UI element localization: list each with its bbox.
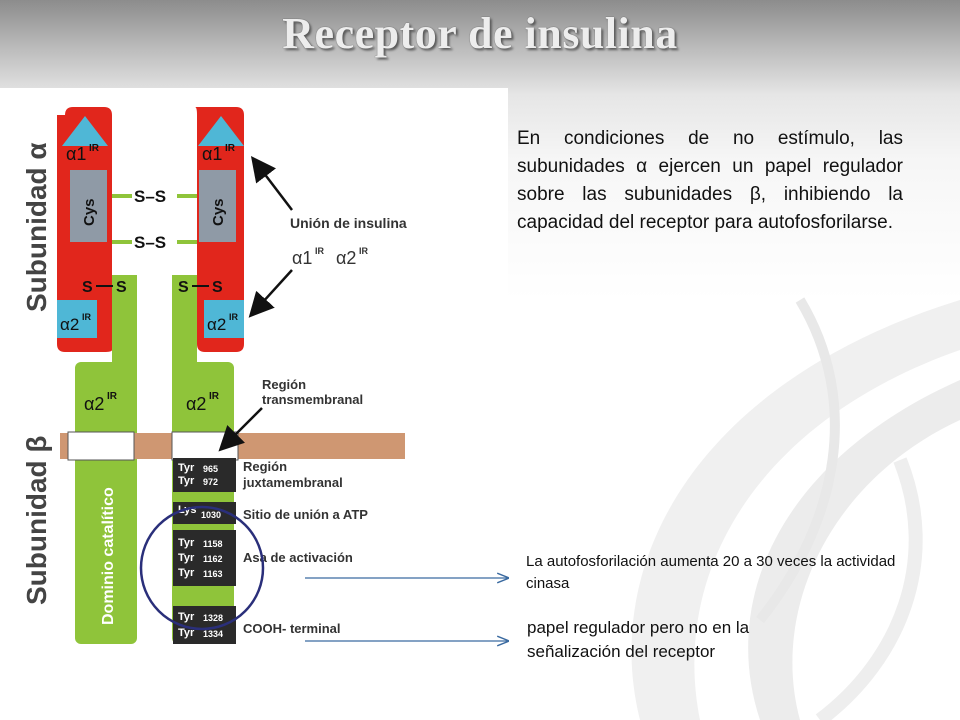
lys1030-number: 1030: [201, 510, 221, 520]
beta-alpha2-left-sup: IR: [107, 391, 118, 402]
transmembrane-label-2: transmembranal: [262, 392, 363, 407]
insulin-binding-alpha1-sup: IR: [315, 246, 325, 256]
beta-alpha2-right-label: α2: [186, 394, 206, 414]
arrow-to-alpha2: [248, 269, 293, 318]
tyr1328-number: 1328: [203, 613, 223, 623]
alpha2-right-label: α2: [207, 315, 226, 334]
alpha2-left-label: α2: [60, 315, 79, 334]
transmembrane-label-1: Región: [262, 377, 306, 392]
subunit-alpha-label: Subunidad α: [21, 142, 52, 312]
activation-loop-highlight-circle: [139, 505, 265, 631]
alpha1-triangle-left-icon: [62, 116, 108, 146]
description-paragraph: En condiciones de no estímulo, las subun…: [517, 128, 903, 233]
transmembrane-box-left: [67, 431, 135, 461]
disulfide-bond-bottom: S–S: [134, 233, 166, 252]
tyr-label: Tyr: [178, 627, 195, 639]
alpha1-right-label: α1: [202, 144, 222, 164]
tyr1334-number: 1334: [203, 629, 223, 639]
beta-chain-right-neck: [172, 275, 197, 375]
tyr972-number: 972: [203, 477, 218, 487]
activation-loop-box: [173, 530, 236, 586]
juxtamembrane-label-1: Región: [243, 459, 287, 474]
tyr-label: Tyr: [178, 462, 195, 474]
arrow-to-alpha1: [250, 156, 293, 211]
tyr-label: Tyr: [178, 552, 195, 564]
activation-loop-label: Asa de activación: [243, 550, 353, 565]
tyr1163-number: 1163: [203, 569, 223, 579]
juxtamembrane-box: [173, 458, 236, 492]
atp-site-label: Sitio de unión a ATP: [243, 507, 368, 522]
tyr-label: Tyr: [178, 611, 195, 623]
alpha2-box-right: [204, 300, 244, 338]
tyr-label: Tyr: [178, 475, 195, 487]
alpha1-triangle-right-icon: [198, 116, 244, 146]
juxtamembrane-label-2: juxtamembranal: [242, 475, 343, 490]
cys-box-right: [199, 170, 236, 242]
tyr-label: Tyr: [178, 567, 195, 579]
beta-chain-left-neck: [112, 275, 137, 375]
tyr1162-number: 1162: [203, 554, 223, 564]
s-label-alpha-left: S: [82, 279, 93, 296]
alpha2-box-left: [57, 300, 97, 338]
s-label-alpha-right: S: [212, 279, 223, 296]
beta-alpha2-left-label: α2: [84, 394, 104, 414]
tyr965-number: 965: [203, 464, 218, 474]
disulfide-bond-top: S–S: [134, 187, 166, 206]
alpha1-left-sup: IR: [89, 143, 100, 154]
alpha1-right-sup: IR: [225, 143, 236, 154]
tyr-label: Tyr: [178, 537, 195, 549]
alpha2-left-sup: IR: [82, 312, 92, 322]
insulin-binding-alpha2: α2: [336, 248, 356, 268]
beta-alpha2-right-sup: IR: [209, 391, 220, 402]
cys-box-left: [70, 170, 107, 242]
alpha2-right-sup: IR: [229, 312, 239, 322]
tyr1158-number: 1158: [203, 539, 223, 549]
insulin-binding-label: Unión de insulina: [290, 215, 407, 231]
cooh-terminal-note: papel regulador pero no en la señalizaci…: [527, 618, 750, 661]
insulin-binding-alpha1: α1: [292, 248, 312, 268]
alpha1-left-label: α1: [66, 144, 86, 164]
arrow-to-transmembrane: [218, 407, 263, 452]
s-label-beta-left: S: [116, 279, 127, 296]
insulin-binding-alpha2-sup: IR: [359, 246, 369, 256]
cys-label-left: Cys: [81, 198, 98, 226]
cooh-terminal-label: COOH- terminal: [243, 621, 341, 636]
activation-loop-note: La autofosforilación aumenta 20 a 30 vec…: [526, 553, 896, 592]
cys-label-right: Cys: [210, 198, 227, 226]
catalytic-domain-label: Dominio catalítico: [100, 487, 117, 625]
s-label-beta-right: S: [178, 279, 189, 296]
page-title: Receptor de insulina: [282, 9, 678, 58]
subunit-beta-label: Subunidad β: [21, 435, 52, 605]
transmembrane-box-right: [171, 431, 239, 461]
